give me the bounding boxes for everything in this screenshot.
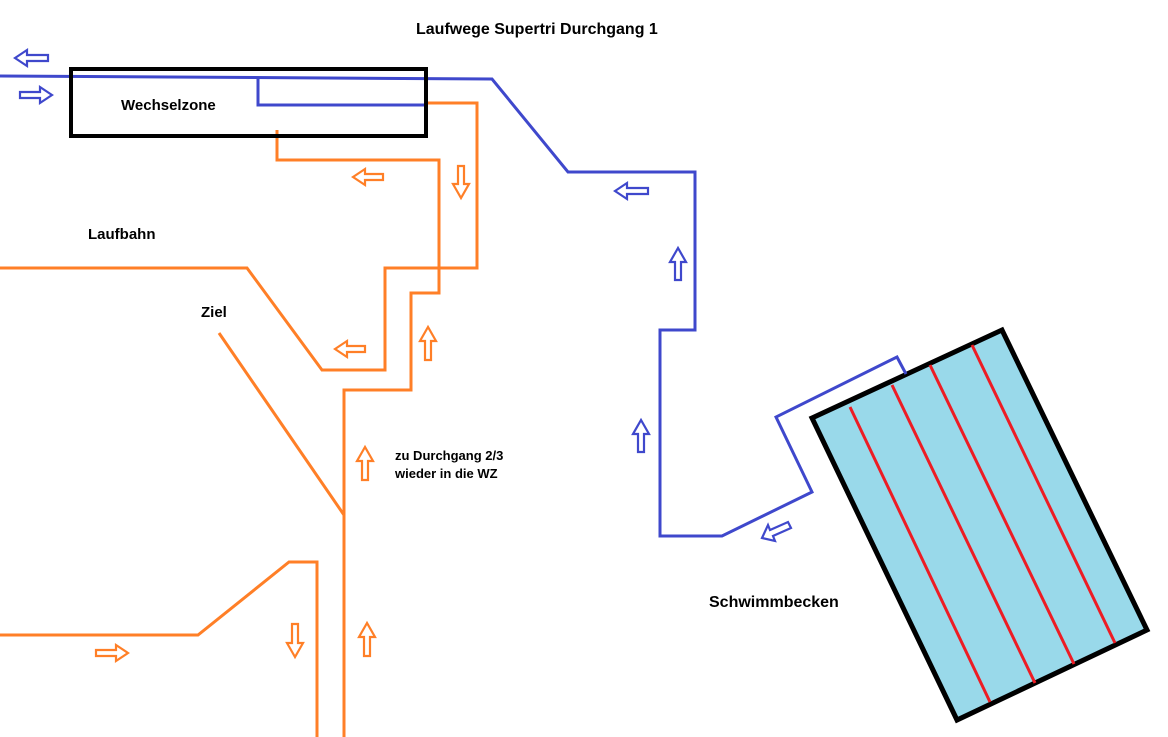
pool-lane-line — [848, 406, 992, 703]
arrow-down-icon — [285, 622, 305, 660]
run-route-exit — [0, 101, 479, 372]
arrow-down-left-icon — [760, 520, 793, 543]
run-arrows — [94, 164, 471, 664]
run-route-lower-loop — [0, 560, 319, 737]
finish-label: Ziel — [201, 304, 227, 321]
run-route-return — [275, 130, 441, 737]
arrow-down-icon — [451, 164, 471, 201]
track-label: Laufbahn — [88, 226, 156, 243]
arrow-right-icon — [18, 84, 54, 106]
pool-lane-line — [928, 364, 1076, 665]
bike-route — [0, 74, 908, 538]
arrow-left-icon — [13, 47, 50, 69]
run-route — [0, 101, 479, 737]
bike-route-line — [0, 74, 908, 538]
transition-zone-box — [69, 67, 428, 138]
pool-lane-line — [890, 384, 1037, 684]
arrow-right-icon — [94, 642, 130, 664]
pool-body — [808, 326, 1151, 724]
pool-lane-lines — [848, 344, 1117, 703]
swimming-pool — [808, 326, 1151, 724]
bike-route-loop — [256, 79, 425, 107]
arrow-left-icon — [613, 180, 650, 202]
pool-label: Schwimmbecken — [709, 594, 839, 611]
arrow-up-icon — [631, 417, 651, 454]
pool-lane-line — [970, 344, 1117, 644]
arrow-up-icon — [668, 245, 688, 282]
arrow-left-icon — [351, 166, 385, 188]
transition-zone-label: Wechselzone — [121, 97, 216, 114]
next-round-note: zu Durchgang 2/3 wieder in die WZ — [395, 448, 504, 481]
bike-arrows — [13, 47, 793, 543]
arrow-left-icon — [333, 338, 367, 360]
finish-line — [217, 332, 346, 516]
arrow-up-icon — [355, 444, 375, 482]
arrow-up-icon — [357, 620, 377, 658]
diagram-title: Laufwege Supertri Durchgang 1 — [416, 21, 658, 38]
arrow-up-icon — [418, 324, 438, 362]
